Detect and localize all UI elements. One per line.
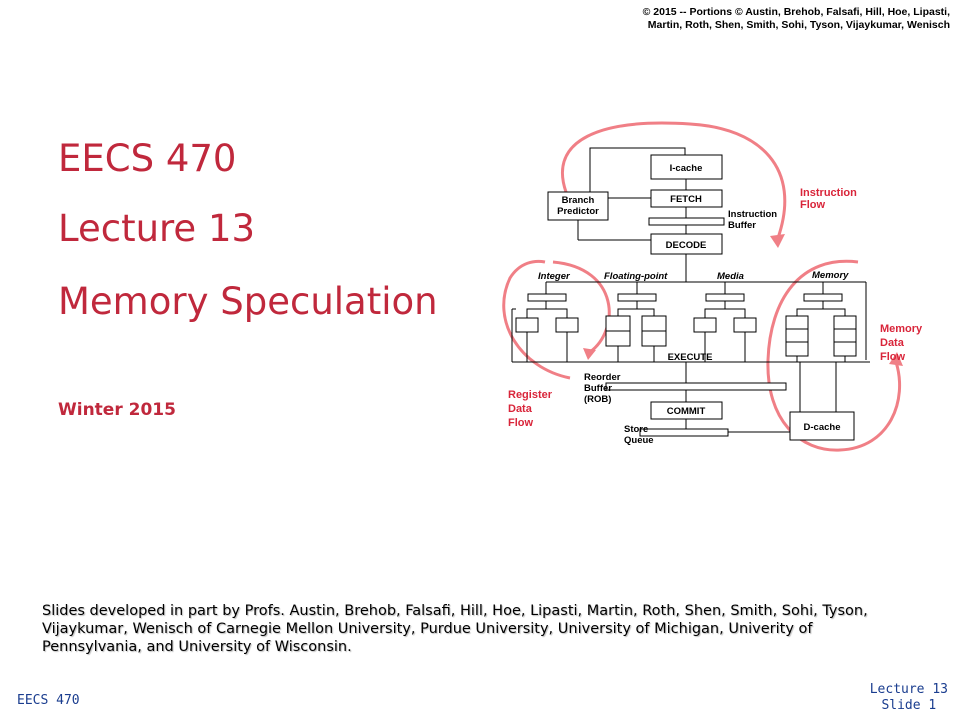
decode-label: DECODE <box>666 240 707 251</box>
course-title: EECS 470 <box>58 137 237 180</box>
fu-mem-2 <box>833 315 857 357</box>
instruction-flow-label-2: Flow <box>800 199 825 211</box>
fu-media-2 <box>733 317 757 333</box>
media-branch <box>704 301 746 318</box>
fu-media-1 <box>693 317 717 333</box>
instruction-flow-label-1: Instruction <box>800 187 857 199</box>
copyright-notice: © 2015 -- Portions © Austin, Brehob, Fal… <box>590 6 950 32</box>
execute-label: EXECUTE <box>668 352 713 363</box>
register-flow-arrowhead <box>583 348 596 360</box>
commit-label: COMMIT <box>667 406 706 417</box>
branch-label-1: Branch <box>562 195 595 206</box>
register-flow-arc-2 <box>552 260 611 354</box>
dcache-box <box>789 411 855 441</box>
rob-label-2: Buffer <box>584 383 612 394</box>
footer-slide-info: Lecture 13 Slide 1 <box>870 682 948 714</box>
store-queue-label-2: Queue <box>624 435 654 446</box>
memory-flow-label-1: Memory <box>880 323 923 335</box>
icache-label: I-cache <box>670 163 703 174</box>
register-flow-label-2: Data <box>508 403 533 415</box>
register-flow-arc <box>502 259 571 380</box>
footer-slide-number: Slide 1 <box>881 698 937 713</box>
fu-out-lines <box>526 332 846 362</box>
fu-mem-1 <box>785 315 809 357</box>
register-flow-label-3: Flow <box>508 417 533 429</box>
rs-media <box>705 293 745 302</box>
rs-integer <box>527 293 567 302</box>
footer-lecture: Lecture 13 <box>869 682 948 697</box>
rs-memory <box>803 293 843 302</box>
media-label: Media <box>717 271 744 282</box>
instruction-buffer-label-2: Buffer <box>728 220 756 231</box>
instruction-buffer <box>648 217 725 226</box>
register-flow-label-1: Register <box>508 389 553 401</box>
int-branch <box>526 301 568 318</box>
dcache-label: D-cache <box>804 422 841 433</box>
footer-course: EECS 470 <box>17 693 80 708</box>
lecture-number: Lecture 13 <box>58 207 256 250</box>
fetch-label: FETCH <box>670 194 702 205</box>
fu-int-1 <box>515 317 539 333</box>
instruction-flow-arrowhead <box>770 234 785 248</box>
memory-flow-label-2: Data <box>880 337 905 349</box>
memory-flow-label-3: Flow <box>880 351 905 363</box>
fp-label: Floating-point <box>604 271 668 282</box>
reorder-buffer <box>605 382 787 391</box>
rs-fp <box>617 293 657 302</box>
branch-predictor-box <box>547 191 609 221</box>
rob-label-1: Reorder <box>584 372 621 383</box>
branch-label-2: Predictor <box>557 206 599 217</box>
instruction-flow-arc <box>560 121 787 239</box>
fetch-loop-line <box>589 147 686 192</box>
instruction-buffer-label-1: Instruction <box>728 209 777 220</box>
copyright-line-1: © 2015 -- Portions © Austin, Brehob, Fal… <box>642 6 950 18</box>
mem-branch <box>796 301 846 316</box>
memory-label: Memory <box>812 270 849 281</box>
lecture-topic: Memory Speculation <box>58 280 438 323</box>
rob-label-3: (ROB) <box>584 394 611 405</box>
credits-text: Slides developed in part by Profs. Austi… <box>42 603 868 655</box>
memory-flow-arrowhead <box>889 352 903 366</box>
store-queue-label-1: Store <box>624 424 648 435</box>
term-subtitle: Winter 2015 <box>58 400 176 420</box>
fp-branch <box>617 301 655 316</box>
integer-label: Integer <box>538 271 571 282</box>
fu-int-2 <box>555 317 579 333</box>
copyright-line-2: Martin, Roth, Shen, Smith, Sohi, Tyson, … <box>647 19 950 31</box>
